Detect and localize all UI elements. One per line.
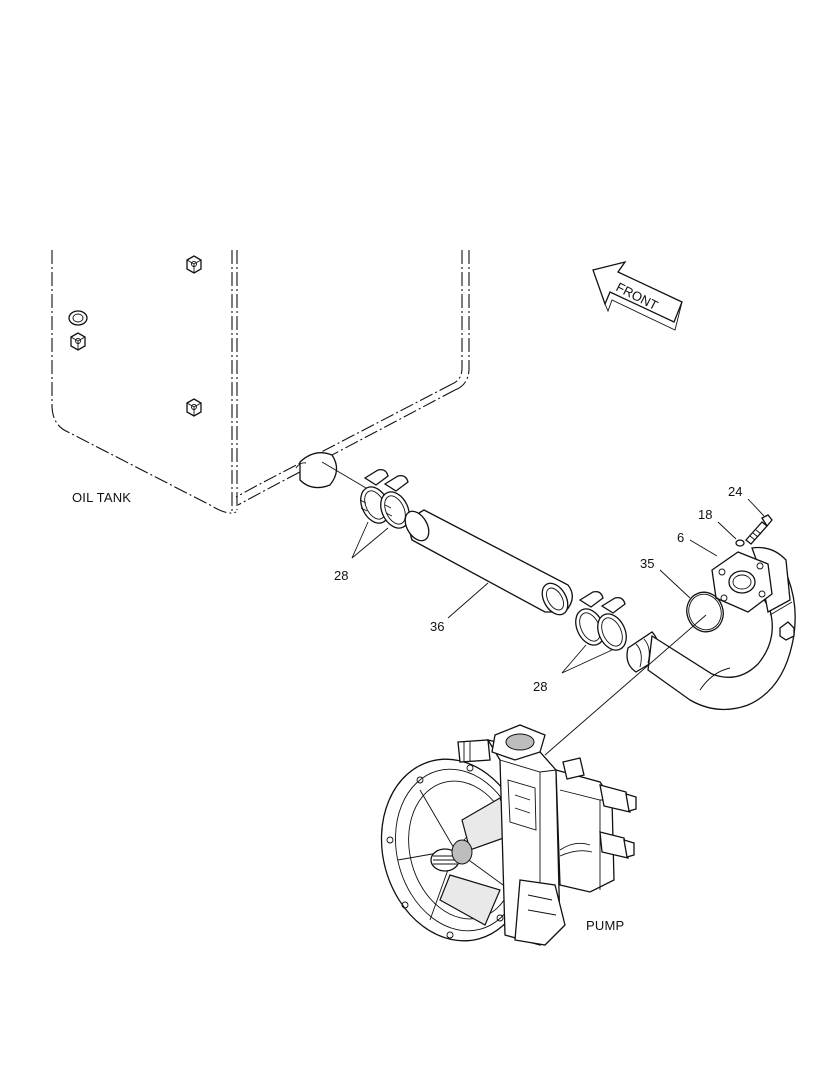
pump-shaft [430,839,473,872]
tank-fitting [186,255,202,274]
o-ring [686,591,724,633]
solenoid-valve [599,831,635,859]
callout-18: 18 [698,507,712,522]
tank-fitting [186,398,202,417]
pipe-flange [711,551,773,613]
callout-36: 36 [430,619,444,634]
pump-inlet-port [491,724,546,761]
tank-fitting [68,310,88,326]
leader-line [561,649,613,674]
hose-clamp-lower [575,590,627,651]
leader-line [351,527,389,559]
pump-label: PUMP [586,918,624,933]
leader-line [321,461,367,489]
oil-tank-label: OIL TANK [72,490,131,505]
leader-line [659,569,691,599]
leader-line [689,539,718,557]
tank-fitting [70,332,86,351]
leader-line [561,644,587,674]
front-arrow: FRONT [592,260,683,331]
callout-28-upper: 28 [334,568,348,583]
washer [735,539,745,547]
callout-6: 6 [677,530,684,545]
leader-line [544,614,707,756]
leader-line [351,521,369,559]
solenoid-valve [599,784,637,813]
callout-24: 24 [728,484,742,499]
hydraulic-pump [380,724,637,946]
tank-outlet-port [295,452,338,489]
oil-tank [51,250,470,514]
hose-clamp-upper [359,468,410,529]
hose [404,509,573,616]
callout-28-lower: 28 [533,679,547,694]
bolt [745,514,773,545]
leader-line [747,498,765,517]
leader-line [717,521,737,540]
leader-line [447,582,489,619]
callout-35: 35 [640,556,654,571]
